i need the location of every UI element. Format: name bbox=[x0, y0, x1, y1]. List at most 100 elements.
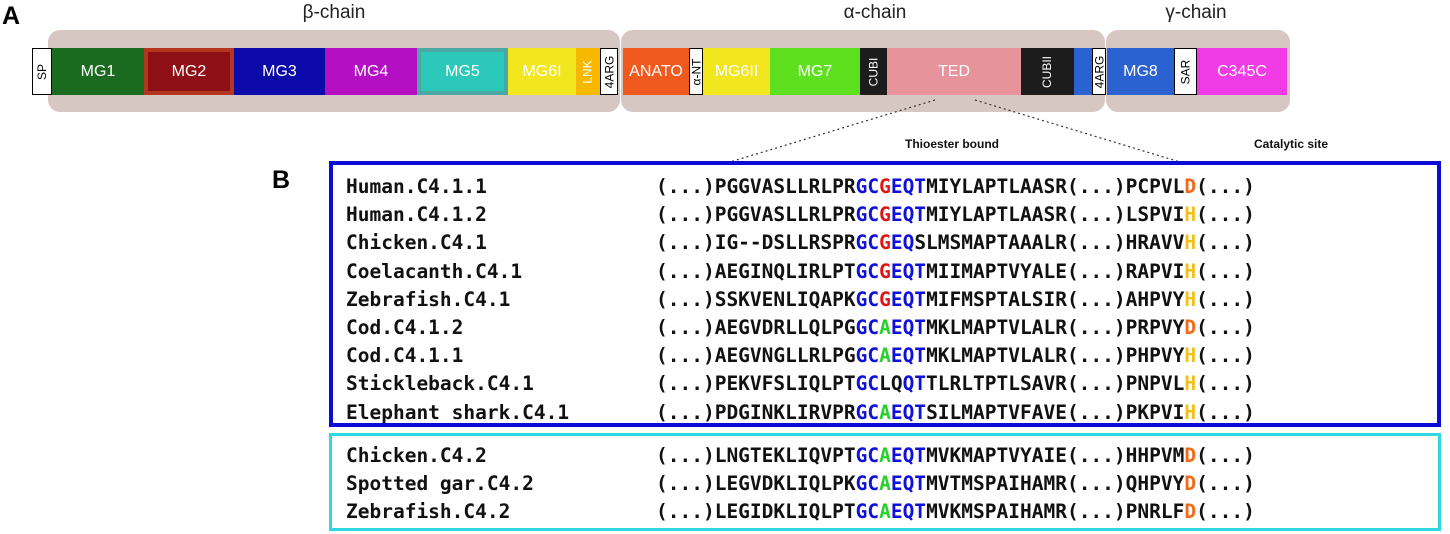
panel-label-a: A bbox=[2, 2, 21, 30]
catalytic-residue: H bbox=[1184, 372, 1197, 396]
gap-left: (...) bbox=[656, 372, 715, 396]
motif-eqt: EQT bbox=[890, 444, 927, 467]
motif-gc: GC bbox=[855, 500, 880, 524]
motif-eqt: EQT bbox=[890, 472, 927, 496]
sequence-name: Spotted gar.C4.2 bbox=[346, 472, 534, 496]
chain-label-beta: β-chain bbox=[302, 2, 366, 23]
sequence-body: (...)PGGVASLLRLPRGCGEQTMIYLAPTLAASR(...)… bbox=[656, 174, 1255, 199]
sequence-name: Zebrafish.C4.1 bbox=[346, 287, 511, 311]
seq-suffix: MVTMSPAIHAMR bbox=[926, 472, 1067, 496]
motif-gc: GC bbox=[855, 344, 880, 368]
domain-mg7: MG7 bbox=[770, 48, 860, 95]
domain-mg4: MG4 bbox=[325, 48, 417, 95]
domain-4arg-2: 4ARG bbox=[1092, 48, 1106, 95]
motif-eqt: EQT bbox=[890, 500, 927, 524]
domain-mg8: MG8 bbox=[1107, 48, 1174, 95]
gap-left: (...) bbox=[656, 444, 715, 467]
domain-label: MG2 bbox=[171, 62, 207, 80]
motif-thioester-residue: G bbox=[879, 259, 891, 283]
catalytic-prefix: PNPVL bbox=[1125, 372, 1185, 396]
seq-suffix: TLRLTPTLSAVR bbox=[926, 372, 1067, 396]
domain-sp: SP bbox=[32, 48, 52, 95]
seq-suffix: MKLMAPTVLALR bbox=[926, 316, 1067, 339]
sequence-body: (...)LNGTEKLIQVPTGCAEQTMVKMAPTVYAIE(...)… bbox=[656, 443, 1255, 468]
motif-thioester-residue: A bbox=[879, 344, 891, 368]
motif-eqt: EQT bbox=[890, 175, 927, 198]
gap-middle: (...) bbox=[1066, 472, 1126, 496]
motif-thioester-residue: G bbox=[879, 231, 891, 255]
catalytic-residue: H bbox=[1184, 259, 1197, 283]
sequence-name: Elephant shark.C4.1 bbox=[346, 400, 570, 424]
catalytic-prefix: LSPVI bbox=[1125, 203, 1185, 227]
sequence-name: Stickleback.C4.1 bbox=[346, 372, 534, 396]
gap-left: (...) bbox=[656, 259, 715, 283]
sequence-body: (...)PGGVASLLRLPRGCGEQTMIYLAPTLAASR(...)… bbox=[656, 202, 1255, 227]
seq-prefix: SSKVENLIQAPK bbox=[714, 287, 856, 311]
catalytic-prefix: PCPVL bbox=[1125, 175, 1185, 198]
sequence-body: (...)LEGIDKLIQLPTGCAEQTMVKMSPAIHAMR(...)… bbox=[656, 499, 1255, 524]
gap-middle: (...) bbox=[1066, 175, 1126, 198]
domain-sar: SAR bbox=[1174, 48, 1197, 95]
sequence-body: (...)IG--DSLLRSPRGCGEQSLMSMAPTAAALR(...)… bbox=[656, 230, 1255, 255]
seq-suffix: MIYLAPTLAASR bbox=[926, 203, 1067, 227]
motif-thioester-residue: G bbox=[879, 287, 891, 311]
domain-label: MG8 bbox=[1123, 62, 1158, 80]
gap-right: (...) bbox=[1196, 259, 1255, 283]
motif-eqt: QT bbox=[902, 372, 927, 396]
domain-label: MG6II bbox=[714, 62, 759, 80]
thioester-site-label: Thioester bound bbox=[905, 137, 999, 151]
domain-label: MG5 bbox=[445, 62, 480, 80]
seq-suffix: MIYLAPTLAASR bbox=[926, 175, 1067, 198]
gap-left: (...) bbox=[656, 316, 715, 339]
seq-prefix: IG--DSLLRSPR bbox=[714, 231, 856, 255]
connector-right bbox=[974, 99, 1181, 163]
gap-right: (...) bbox=[1196, 344, 1255, 368]
gap-middle: (...) bbox=[1066, 316, 1126, 339]
panel-label-b: B bbox=[272, 166, 291, 194]
gap-middle: (...) bbox=[1066, 203, 1126, 227]
gap-left: (...) bbox=[656, 344, 715, 368]
gap-left: (...) bbox=[656, 175, 715, 198]
domain-4arg-1: 4ARG bbox=[600, 48, 618, 95]
sequence-body: (...)AEGVNGLLRLPGGCAEQTMKLMAPTVLALR(...)… bbox=[656, 343, 1255, 368]
chain-label-alpha: α-chain bbox=[843, 2, 907, 23]
connector-left bbox=[729, 99, 936, 163]
motif-eqt: EQT bbox=[890, 316, 927, 339]
domain-anato: ANATO bbox=[623, 48, 689, 95]
sequence-body: (...)PDGINKLIRVPRGCAEQTSILMAPTVFAVE(...)… bbox=[656, 400, 1255, 425]
motif-gc: GC bbox=[855, 472, 880, 496]
catalytic-prefix: QHPVY bbox=[1125, 472, 1185, 496]
domain-cubi-1: CUBI bbox=[860, 48, 887, 95]
domain-link-blue bbox=[1074, 48, 1092, 95]
motif-eqt: EQT bbox=[890, 259, 927, 283]
catalytic-prefix: AHPVY bbox=[1125, 287, 1185, 311]
sequence-name: Chicken.C4.2 bbox=[346, 444, 487, 467]
sequence-body: (...)AEGVDRLLQLPGGCAEQTMKLMAPTVLALR(...)… bbox=[656, 315, 1255, 340]
motif-gc: GC bbox=[855, 444, 880, 467]
c4-2-group-box bbox=[329, 433, 1441, 531]
seq-prefix: LEGIDKLIQLPT bbox=[714, 500, 856, 524]
domain-label: C345C bbox=[1217, 62, 1267, 80]
domain-label: MG3 bbox=[262, 62, 297, 80]
catalytic-prefix: PKPVI bbox=[1125, 400, 1185, 424]
seq-suffix: MVKMSPAIHAMR bbox=[926, 500, 1067, 524]
seq-prefix: AEGVDRLLQLPG bbox=[714, 316, 856, 339]
gap-right: (...) bbox=[1196, 316, 1255, 339]
catalytic-residue: H bbox=[1184, 344, 1197, 368]
motif-eqt: EQT bbox=[890, 400, 927, 424]
seq-suffix: MVKMAPTVYAIE bbox=[926, 444, 1067, 467]
domain-mg5: MG5 bbox=[417, 48, 508, 95]
motif-gc: GC bbox=[855, 231, 880, 255]
catalytic-prefix: HHPVM bbox=[1125, 444, 1185, 467]
gap-middle: (...) bbox=[1066, 259, 1126, 283]
catalytic-prefix: RAPVI bbox=[1125, 259, 1185, 283]
motif-thioester-residue: A bbox=[879, 444, 891, 467]
seq-suffix: MIFMSPTALSIR bbox=[926, 287, 1067, 311]
gap-middle: (...) bbox=[1066, 287, 1126, 311]
domain-label: TED bbox=[938, 62, 970, 80]
domain-alpha-nt: α-NT bbox=[689, 48, 703, 95]
catalytic-residue: D bbox=[1184, 500, 1197, 524]
motif-thioester-residue: A bbox=[879, 472, 891, 496]
domain-lnk: LNK bbox=[576, 48, 600, 95]
